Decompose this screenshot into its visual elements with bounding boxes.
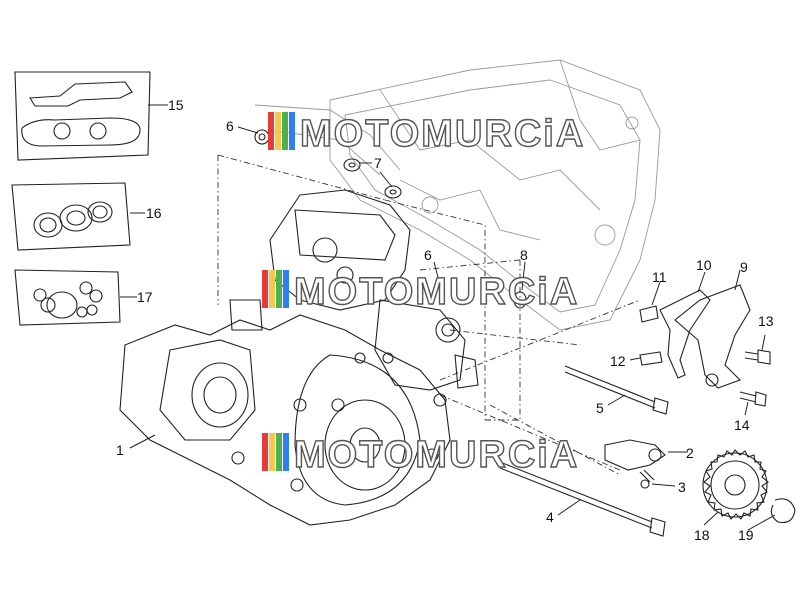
callout-5: 5: [596, 400, 604, 416]
callout-11: 11: [652, 269, 667, 285]
washer-8: [513, 291, 527, 309]
callout-9: 9: [740, 259, 748, 275]
leader-lines: [120, 104, 776, 531]
callout-16: 16: [146, 205, 162, 221]
gasket-kit-15: [14, 71, 151, 161]
plug-6: [254, 129, 270, 145]
callout-8: 8: [520, 247, 528, 263]
watermark-stripe-red: [262, 270, 268, 308]
callout-18: 18: [694, 527, 710, 543]
watermark-text: MOTOMURCiA: [300, 113, 585, 155]
bolt-14: [739, 391, 767, 407]
bolt-13: [744, 349, 771, 365]
gasket-kit-16: [11, 182, 131, 251]
assembly-dashed-lines: [217, 154, 641, 476]
callout-labels: 1 2 3 4 5 6 6 7 8 9 10 11 12 13 14 15 16…: [116, 97, 774, 543]
screw-3: [639, 469, 655, 489]
callout-17: 17: [137, 289, 153, 305]
gasket-kit-17: [14, 269, 121, 326]
callout-13: 13: [758, 313, 774, 329]
callout-7: 7: [374, 155, 382, 171]
watermark-stripe-blue: [283, 433, 289, 471]
callout-19: 19: [738, 527, 754, 543]
guide-plate-10: [659, 289, 711, 379]
callout-14: 14: [734, 417, 750, 433]
sprocket-18: [702, 449, 769, 520]
watermark-top: MOTOMURCiA: [268, 112, 585, 156]
watermark-stripe-red: [262, 433, 268, 471]
pin-11: [639, 305, 659, 323]
callout-3: 3: [678, 479, 686, 495]
lever-2: [604, 439, 666, 471]
callout-4: 4: [546, 509, 554, 525]
callout-12: 12: [610, 353, 626, 369]
pin-12: [639, 351, 663, 366]
watermark-text: MOTOMURCiA: [294, 434, 579, 476]
callout-15: 15: [168, 97, 184, 113]
chain-guide-9: [674, 284, 751, 389]
watermark-stripe-yellow: [269, 433, 275, 471]
watermark-stripe-yellow: [275, 112, 281, 150]
watermark-stripe-green: [276, 433, 282, 471]
callout-6-middle: 6: [424, 247, 432, 263]
callout-10: 10: [696, 257, 712, 273]
engine-block: [119, 189, 479, 526]
watermark-bottom: MOTOMURCiA: [262, 433, 579, 477]
watermark-stripe-red: [268, 112, 274, 150]
watermark-stripe-blue: [289, 112, 295, 150]
circlip-19: [770, 498, 796, 524]
callout-6-top: 6: [226, 118, 234, 134]
watermark-stripe-green: [276, 270, 282, 308]
callout-2: 2: [686, 445, 694, 461]
watermark-stripe-blue: [283, 270, 289, 308]
washer-7a: [343, 158, 361, 172]
watermark-text: MOTOMURCiA: [294, 271, 579, 313]
long-bolt-5: [564, 365, 669, 415]
watermark-middle: MOTOMURCiA: [262, 270, 579, 314]
long-bolt-4: [499, 461, 666, 537]
watermark-stripe-green: [282, 112, 288, 150]
callout-1: 1: [116, 442, 124, 458]
washer-7b: [384, 185, 402, 199]
watermark-stripe-yellow: [269, 270, 275, 308]
